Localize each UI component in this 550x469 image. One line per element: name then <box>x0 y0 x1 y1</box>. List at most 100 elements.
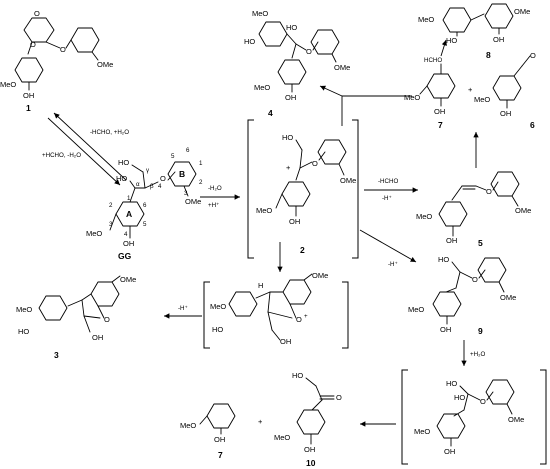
o-atom: O <box>336 393 342 402</box>
ho-group: HO <box>118 158 129 167</box>
o-atom: O <box>306 47 312 56</box>
oh-group: OH <box>23 91 34 100</box>
reagent-gg-to-2-a: -H₂O <box>208 185 222 192</box>
ome-group: OMe <box>515 206 531 215</box>
ring-number-4: 4 <box>124 231 128 238</box>
compound-label-9: 9 <box>478 326 483 336</box>
beta-label: β <box>150 183 154 190</box>
ho-group: HO <box>454 393 465 402</box>
meo-group: MeO <box>210 302 226 311</box>
ho-group: HO <box>446 36 457 45</box>
compound-label-6: 6 <box>530 120 535 130</box>
fork-arrow-to-4 <box>319 85 412 126</box>
ring-number-2: 2 <box>109 202 113 209</box>
reagent-2-to-5-b: -H⁺ <box>382 195 392 202</box>
meo-group: MeO <box>252 9 268 18</box>
plus-sign: + <box>258 417 263 426</box>
hcho-label: HCHO <box>424 57 442 64</box>
compound-8: MeO HO OMe OH 8 <box>418 3 530 60</box>
ome-group: OMe <box>340 176 356 185</box>
o-atom: O <box>104 315 110 324</box>
meo-group: MeO <box>180 421 196 430</box>
compound-4: MeO HO HO O OMe MeO OH 4 <box>244 9 350 118</box>
oxonium-plus: + <box>304 313 308 320</box>
o-atom: O <box>160 174 166 183</box>
ho-group: HO <box>212 325 223 334</box>
o-atom: O <box>312 159 318 168</box>
o-atom: O <box>34 9 40 18</box>
compound-label-7: 7 <box>218 450 223 460</box>
oxonium: O <box>296 315 302 324</box>
ring-b-label: B <box>179 169 185 179</box>
ring-number-4: 4 <box>158 183 162 190</box>
ho-group: HO <box>282 133 293 142</box>
oh-group: OH <box>440 325 451 334</box>
plus-sign: + <box>468 85 473 94</box>
reagent-gg-to-2-b: +H⁺ <box>208 202 219 209</box>
cation-plus: + <box>286 163 291 172</box>
ring-a-label: A <box>126 209 132 219</box>
cyclized-intermediate-bracket: OMe H O + OH MeO HO <box>203 271 349 349</box>
o-atom: O <box>480 397 486 406</box>
ring-number-1: 1 <box>127 195 131 202</box>
reagent-9-hydration: +H₂O <box>470 351 485 358</box>
meo-group: MeO <box>416 212 432 221</box>
ring-number-6: 6 <box>143 202 147 209</box>
ome-group: OMe <box>185 197 201 206</box>
ring-number-1: 1 <box>199 160 203 167</box>
ring-number-5: 5 <box>143 221 147 228</box>
compound-10: HO O MeO OH 10 <box>274 371 342 468</box>
compound-label-2: 2 <box>300 245 305 255</box>
oh-group: OH <box>500 109 511 118</box>
h-atom: H <box>258 281 263 290</box>
meo-group: MeO <box>418 15 434 24</box>
compound-7-bottom: MeO OH 7 <box>180 403 236 460</box>
oh-group: OH <box>92 333 103 342</box>
ho-group: HO <box>18 327 29 336</box>
ring-number-5: 5 <box>171 153 175 160</box>
ho-group: HO <box>446 379 457 388</box>
reagent-gg-to-1: -HCHO, +H₂O <box>90 129 129 136</box>
reagent-to-3: -H⁺ <box>178 305 188 312</box>
equilibrium-arrow-1-gg <box>47 112 127 186</box>
ome-group: OMe <box>508 415 524 424</box>
reagent-2-to-9: -H⁺ <box>388 261 398 268</box>
ome-group: OMe <box>334 63 350 72</box>
compound-label-10: 10 <box>306 458 316 468</box>
gamma-label: γ <box>146 167 150 174</box>
hydrated-intermediate-bracket: HO HO O OMe MeO OH <box>401 369 547 465</box>
ome-group: OMe <box>500 293 516 302</box>
ho-group: HO <box>292 371 303 380</box>
compound-label-5: 5 <box>478 238 483 248</box>
meo-group: MeO <box>256 206 272 215</box>
meo-group: MeO <box>474 95 490 104</box>
oh-group: OH <box>434 107 445 116</box>
ome-group: OMe <box>97 60 113 69</box>
compound-label-1: 1 <box>26 103 31 113</box>
compound-1: O O O OMe OH MeO 1 <box>0 9 113 113</box>
oh-group: OH <box>446 236 457 245</box>
compound-label-3: 3 <box>54 350 59 360</box>
ring-number-6: 6 <box>186 147 190 154</box>
o-atom: O <box>530 51 536 60</box>
oh-group: OH <box>444 447 455 456</box>
o-atom: O <box>30 40 36 49</box>
compound-gg: HO γ β 4 O HO α A 1 2 3 4 5 6 MeO OH GG … <box>86 147 203 261</box>
ome-group: OMe <box>120 275 136 284</box>
compound-3: OMe O OH MeO HO 3 <box>16 275 136 360</box>
oh-group: OH <box>214 435 225 444</box>
meo-group: MeO <box>404 93 420 102</box>
oh-group: OH <box>304 445 315 454</box>
compound-6: O MeO OH 6 <box>474 51 536 130</box>
ring-number-2: 2 <box>199 179 203 186</box>
oh-group: OH <box>289 217 300 226</box>
oh-group: OH <box>280 337 291 346</box>
meo-group: MeO <box>0 80 16 89</box>
compound-label-7: 7 <box>438 120 443 130</box>
arrow-7-to-8 <box>440 39 447 57</box>
compound-label-8: 8 <box>486 50 491 60</box>
reagent-2-to-5-a: -HCHO <box>378 178 398 185</box>
ring-number-3: 3 <box>109 221 113 228</box>
compound-label-4: 4 <box>268 108 273 118</box>
